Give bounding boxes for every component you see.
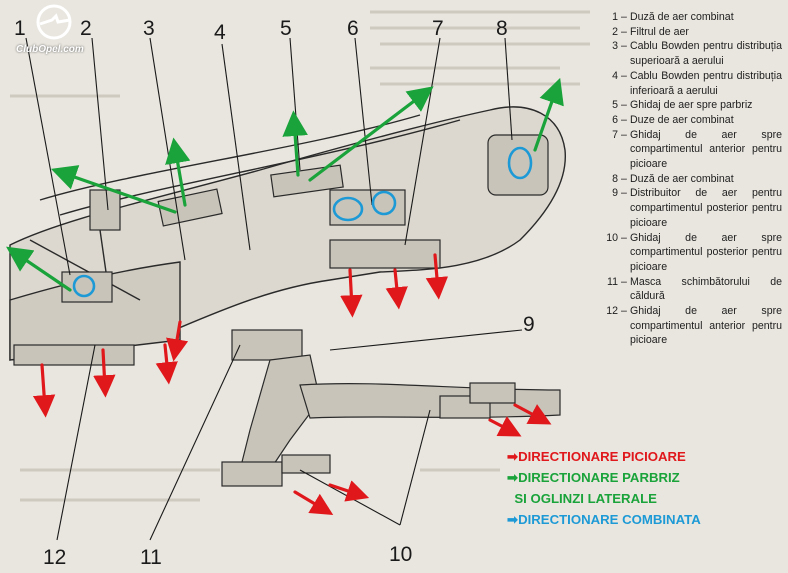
legend-text: Ghidaj de aer spre compartimentul anteri… <box>630 305 782 347</box>
dashboard-body <box>9 106 567 361</box>
legend-text: Ghidaj de aer spre compartimentul poster… <box>630 231 782 273</box>
front-footwell-duct-7 <box>329 239 441 269</box>
callout-12: 12 <box>43 546 67 569</box>
key-green-2: SI OGLINZI LATERALE <box>507 488 701 509</box>
legend-number: 8 <box>612 172 618 185</box>
defrost-vent-left <box>157 188 223 227</box>
rear-outlet-left <box>221 461 283 487</box>
legend-item: 2–Filtrul de aer <box>598 25 782 40</box>
callout-6: 6 <box>347 17 359 40</box>
key-green: ➡DIRECTIONARE PARBRIZ <box>507 467 701 488</box>
blue-circles <box>72 146 533 298</box>
heater-housing-11 <box>231 329 303 361</box>
red-arrows <box>32 253 552 515</box>
legend-number: 4 <box>612 69 618 82</box>
components <box>13 134 561 487</box>
color-key: ➡DIRECTIONARE PICIOARE ➡DIRECTIONARE PAR… <box>507 446 701 530</box>
rear-duct-10 <box>299 383 561 419</box>
callout-3: 3 <box>143 17 155 40</box>
legend-number: 6 <box>612 113 618 126</box>
key-blue: ➡DIRECTIONARE COMBINATA <box>507 509 701 530</box>
background-text-lines <box>10 10 590 502</box>
callout-9: 9 <box>523 313 535 336</box>
legend-number: 10 <box>606 231 618 244</box>
legend-number: 2 <box>612 25 618 38</box>
defrost-vent-center <box>270 164 344 198</box>
legend-number: 11 <box>607 275 618 288</box>
legend-text: Masca schimbătorului de căldură <box>630 275 782 303</box>
callout-4: 4 <box>214 21 226 44</box>
front-footwell-duct-12 <box>13 344 135 366</box>
legend-number: 3 <box>612 40 618 53</box>
legend-item: 4–Cablu Bowden pentru distribuția inferi… <box>598 69 782 98</box>
legend-number: 9 <box>612 187 618 200</box>
legend-number: 12 <box>606 305 618 318</box>
legend-text: Duze de aer combinat <box>630 113 734 126</box>
legend-text: Ghidaj de aer spre compartimentul anteri… <box>630 128 782 171</box>
rear-outlet-far <box>469 382 516 404</box>
callout-7: 7 <box>432 17 444 40</box>
key-green-label-2: SI OGLINZI LATERALE <box>514 491 657 506</box>
leader-lines <box>25 37 523 541</box>
legend-item: 1–Duză de aer combinat <box>598 10 782 25</box>
key-green-label: DIRECTIONARE PARBRIZ <box>518 470 680 485</box>
green-arrows <box>6 77 564 292</box>
legend-number: 1 <box>612 11 618 23</box>
legend-number: 7 <box>612 128 618 141</box>
legend-text: Ghidaj de aer spre parbriz <box>630 99 753 112</box>
key-red-label: DIRECTIONARE PICIOARE <box>518 449 686 464</box>
callout-5: 5 <box>280 17 292 40</box>
legend-number: 5 <box>612 99 618 112</box>
vent-circle-6b <box>371 190 397 216</box>
green-dash-icon: ➡ <box>507 470 519 485</box>
legend-text: Distribuitor de aer pentru compartimentu… <box>630 187 782 229</box>
callout-2: 2 <box>80 17 92 40</box>
vent-circle-8 <box>507 146 533 180</box>
legend-item: 7–Ghidaj de aer spre compartimentul ante… <box>598 128 782 172</box>
legend-item: 10–Ghidaj de aer spre compartimentul pos… <box>598 231 782 275</box>
legend-item: 8–Duză de aer combinat <box>598 172 782 187</box>
vent-circle-1 <box>72 274 96 298</box>
right-side-vent <box>487 134 549 196</box>
legend-text: Filtrul de aer <box>630 25 689 38</box>
key-blue-label: DIRECTIONARE COMBINATA <box>518 512 701 527</box>
legend-item: 3–Cablu Bowden pentru distribuția superi… <box>598 39 782 68</box>
callout-10: 10 <box>389 543 413 566</box>
legend-text: Duză de aer combinat <box>630 11 734 23</box>
callout-8: 8 <box>496 17 508 40</box>
logo-text: ClubOpel.com <box>16 44 84 55</box>
legend-text: Cablu Bowden pentru distribuția superioa… <box>630 40 782 68</box>
legend-item: 12–Ghidaj de aer spre compartimentul ant… <box>598 304 782 348</box>
air-filter-2 <box>89 189 121 231</box>
legend-item: 6–Duze de aer combinat <box>598 113 782 128</box>
legend-text: Duză de aer combinat <box>630 172 734 185</box>
red-dash-icon: ➡ <box>507 449 519 464</box>
callout-11: 11 <box>140 546 162 569</box>
vent-circle-6a <box>332 196 364 222</box>
legend: 1–Duză de aer combinat 2–Filtrul de aer … <box>598 10 782 348</box>
legend-text: Cablu Bowden pentru distribuția inferioa… <box>630 69 782 97</box>
key-red: ➡DIRECTIONARE PICIOARE <box>507 446 701 467</box>
legend-item: 5–Ghidaj de aer spre parbriz <box>598 98 782 113</box>
legend-item: 11–Masca schimbătorului de căldură <box>598 275 782 304</box>
legend-item: 9–Distribuitor de aer pentru compartimen… <box>598 186 782 230</box>
blue-dash-icon: ➡ <box>507 512 519 527</box>
center-duct <box>239 354 321 471</box>
callout-1: 1 <box>14 17 26 40</box>
rear-outlet-left-2 <box>281 454 331 474</box>
clubopel-logo <box>36 4 72 40</box>
